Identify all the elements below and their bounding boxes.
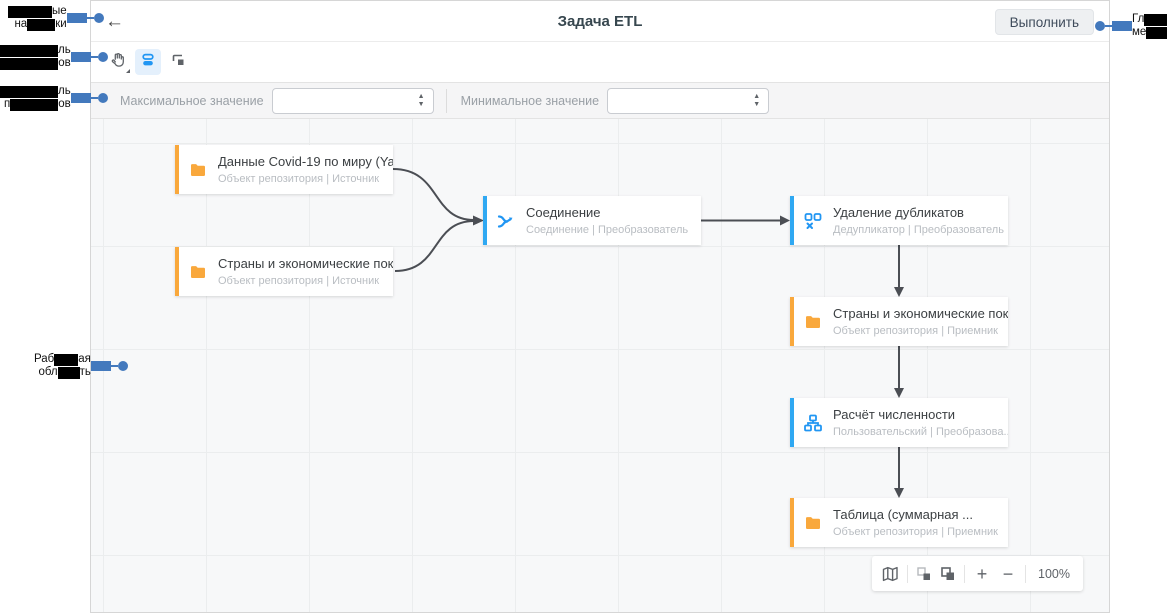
run-button[interactable]: Выполнить: [994, 9, 1094, 35]
max-value-label: Максимальное значение: [120, 93, 264, 108]
callout-line: [90, 56, 98, 58]
app-window: ← Задача ETL Выполнить: [90, 0, 1110, 613]
callout-dot: [97, 93, 108, 103]
fit-screen-icon: [170, 52, 186, 73]
node-subtitle: Пользовательский | Преобразова...: [833, 426, 1008, 438]
callout-dot: [93, 13, 104, 23]
callout-bar: [66, 13, 87, 23]
minus-icon: −: [1002, 563, 1014, 584]
node-source-covid-data[interactable]: Данные Covid-19 по миру (Yan... Объект р…: [175, 145, 393, 194]
callout-line: [90, 97, 98, 99]
callout-dot: [97, 52, 108, 62]
flow-edges: [392, 168, 904, 498]
max-value-select[interactable]: ▲▼: [271, 87, 434, 114]
callout-dot: [1095, 21, 1105, 31]
zoom-in-button[interactable]: +: [973, 565, 991, 583]
redaction-box: [8, 5, 52, 18]
params-divider: [445, 88, 447, 113]
dedup-icon: [804, 212, 822, 230]
node-title: Данные Covid-19 по миру (Yan...: [218, 154, 393, 169]
folder-icon: [804, 313, 822, 331]
auto-layout-tool-button[interactable]: [135, 49, 161, 75]
node-population-calc[interactable]: Расчёт численности Пользовательский | Пр…: [790, 398, 1008, 447]
redaction-box: [10, 98, 59, 111]
node-subtitle: Объект репозитория | Источник: [218, 173, 380, 185]
minimap-button[interactable]: [882, 566, 899, 582]
parameters-bar: Максимальное значение ▲▼ Минимальное зна…: [91, 82, 1109, 119]
redaction-box: [27, 18, 56, 31]
redaction-box: [1144, 13, 1167, 26]
workspace-canvas[interactable]: Данные Covid-19 по миру (Yan... Объект р…: [91, 119, 1109, 612]
hierarchy-icon: [804, 414, 822, 432]
page-title: Задача ETL: [557, 12, 643, 30]
node-join[interactable]: Соединение Соединение | Преобразователь: [483, 196, 701, 245]
annotation-toolbar: ль ов: [0, 44, 108, 70]
node-subtitle: Объект репозитория | Приемник: [833, 325, 998, 337]
redaction-box: [57, 366, 80, 379]
collapse-icon: [917, 566, 930, 580]
callout-bar: [1112, 21, 1132, 31]
pan-tool-button[interactable]: [105, 49, 131, 75]
spinner-arrows-icon: ▲▼: [417, 92, 425, 108]
redaction-box: [0, 85, 58, 98]
folder-icon: [189, 263, 207, 281]
callout-line: [1105, 25, 1112, 27]
folder-icon: [804, 514, 822, 532]
controls-divider: [907, 564, 908, 583]
map-icon: [882, 566, 898, 581]
layout-icon: [140, 52, 156, 73]
min-value-select[interactable]: ▲▼: [607, 87, 770, 114]
callout-bar: [90, 361, 111, 371]
tool-dropdown-caret-icon: [126, 69, 130, 73]
callout-dot: [117, 361, 128, 371]
fit-screen-tool-button[interactable]: [165, 49, 191, 75]
hand-icon: [110, 52, 126, 73]
callout-line: [110, 365, 118, 367]
node-sink-summary-table[interactable]: Таблица (суммарная ... Объект репозитори…: [790, 498, 1008, 547]
min-value-label: Минимальное значение: [460, 93, 600, 108]
redaction-box: [0, 44, 58, 57]
callout-bar: [70, 93, 91, 103]
spinner-arrows-icon: ▲▼: [753, 92, 761, 108]
folder-icon: [189, 161, 207, 179]
redaction-box: [54, 353, 79, 366]
expand-icon: [941, 566, 954, 580]
zoom-level: 100%: [1038, 566, 1070, 581]
controls-divider: [964, 564, 965, 583]
node-title: Страны и экономические пок...: [833, 306, 1008, 321]
toolbar: [91, 42, 1109, 82]
canvas-controls: + − 100%: [872, 556, 1083, 591]
node-subtitle: Объект репозитория | Источник: [218, 275, 380, 287]
callout-bar: [70, 52, 91, 62]
controls-divider: [1025, 564, 1026, 583]
node-subtitle: Объект репозитория | Приемник: [833, 526, 998, 538]
node-source-countries[interactable]: Страны и экономические пок... Объект реп…: [175, 247, 393, 296]
header: ← Задача ETL Выполнить: [91, 1, 1109, 42]
node-deduplicate[interactable]: Удаление дубликатов Дедупликатор | Преоб…: [790, 196, 1008, 245]
node-subtitle: Дедупликатор | Преобразователь: [833, 224, 1004, 236]
join-icon: [497, 212, 515, 230]
callout-line: [86, 17, 94, 19]
node-title: Соединение: [526, 205, 601, 220]
node-subtitle: Соединение | Преобразователь: [526, 224, 689, 236]
node-title: Страны и экономические пок...: [218, 256, 393, 271]
node-sink-countries[interactable]: Страны и экономические пок... Объект реп…: [790, 297, 1008, 346]
run-button-label: Выполнить: [1009, 14, 1079, 30]
plus-icon: +: [976, 563, 988, 584]
collapse-nodes-button[interactable]: [916, 566, 932, 582]
redaction-box: [1146, 26, 1167, 39]
expand-nodes-button[interactable]: [940, 566, 956, 582]
redaction-box: [0, 57, 59, 70]
node-title: Удаление дубликатов: [833, 205, 964, 220]
back-icon[interactable]: ←: [105, 10, 124, 32]
node-title: Расчёт численности: [833, 407, 956, 422]
annotation-main-menu: Глное ме: [1095, 13, 1167, 39]
zoom-out-button[interactable]: −: [999, 565, 1017, 583]
node-title: Таблица (суммарная ...: [833, 507, 973, 522]
